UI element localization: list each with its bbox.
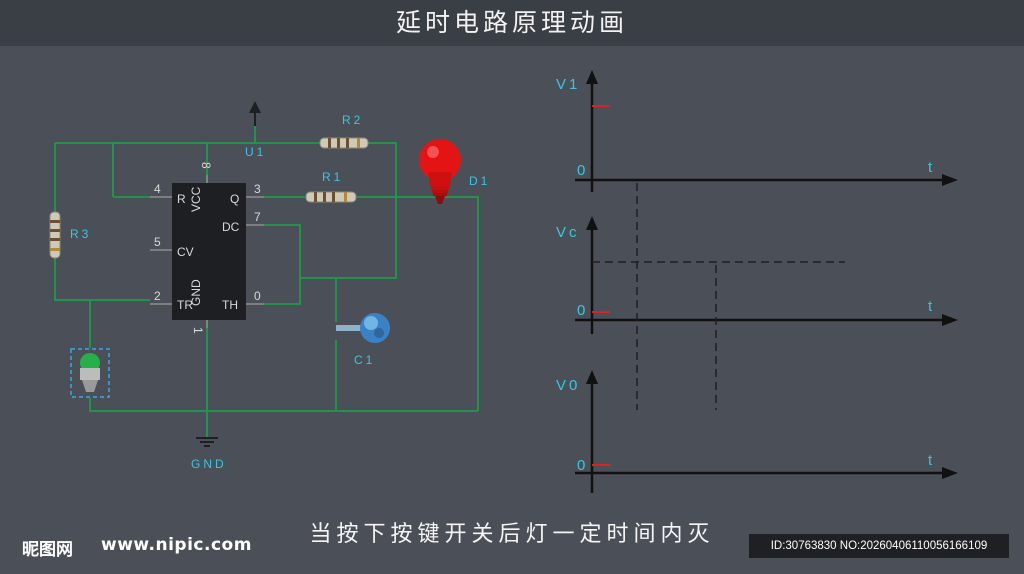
watermark-id-badge: ID:30763830 NO:20260406110056166109 [749, 534, 1009, 558]
pin-name-q: Q [230, 192, 239, 206]
ground-icon [196, 437, 218, 447]
r3-label: R3 [70, 227, 91, 241]
gnd-label: GND [191, 457, 227, 471]
pin-name-th: TH [222, 298, 238, 312]
pin5-number: 5 [154, 235, 161, 249]
pin1-number: 1 [191, 327, 205, 334]
time-markers [636, 183, 717, 410]
waveform-v1: V1 0 t [556, 70, 958, 192]
v0-t: t [928, 452, 933, 469]
c1-label: C1 [354, 353, 375, 367]
pin-name-gnd: GND [189, 279, 203, 306]
r2-label: R2 [342, 113, 363, 127]
pin-name-dc: DC [222, 220, 240, 234]
resistor-r1-icon [305, 191, 357, 203]
resistor-r2-icon [319, 137, 369, 149]
vc-t: t [928, 298, 933, 315]
push-button-switch[interactable] [70, 348, 110, 398]
vc-label: Vc [556, 224, 580, 241]
v1-label: V1 [556, 76, 580, 93]
capacitor-c1-icon [336, 313, 390, 343]
pin-name-cv: CV [177, 245, 194, 259]
pin8-number: 8 [199, 162, 213, 169]
pin6-number: 0 [254, 289, 261, 303]
lamp-d1-icon [419, 139, 461, 204]
circuit-wires [54, 125, 479, 438]
waveform-v0: V0 0 t [556, 370, 958, 493]
caption-text: 当按下按键开关后灯一定时间内灭 [309, 522, 715, 547]
v0-label: V0 [556, 377, 580, 394]
vc-zero: 0 [577, 302, 585, 319]
page-title: 延时电路原理动画 [0, 0, 1024, 46]
ic-555-chip: 4 5 2 3 7 0 8 1 R CV TR Q DC TH VCC GND [150, 162, 264, 334]
resistor-r3-icon [49, 211, 61, 259]
pin2-number: 2 [154, 289, 161, 303]
v1-zero: 0 [577, 162, 585, 179]
v1-t: t [928, 159, 933, 176]
pin3-number: 3 [254, 182, 261, 196]
vcc-arrow-icon [249, 101, 261, 126]
waveform-vc: Vc 0 t [556, 216, 958, 334]
r1-label: R1 [322, 170, 343, 184]
pin4-number: 4 [154, 182, 161, 196]
watermark-url: www.nipic.com [101, 535, 252, 555]
pin-name-r: R [177, 192, 186, 206]
pin7-number: 7 [254, 210, 261, 224]
v0-zero: 0 [577, 457, 585, 474]
watermark-logo: 昵图网 [22, 540, 73, 560]
pin-name-tr: TR [177, 298, 193, 312]
pin-name-vcc: VCC [189, 186, 203, 212]
d1-label: D1 [469, 174, 490, 188]
u1-label: U1 [245, 145, 266, 159]
